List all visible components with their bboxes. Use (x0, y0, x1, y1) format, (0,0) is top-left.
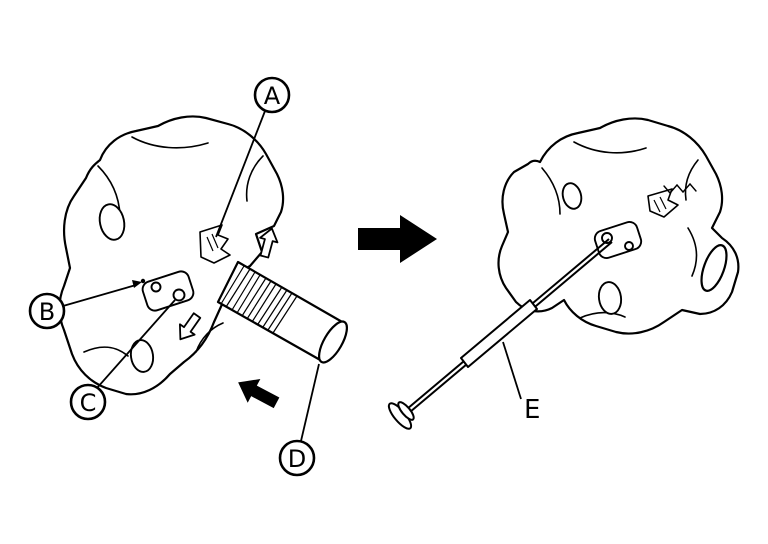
pawl-spring (663, 182, 697, 195)
callout-d-leader (300, 363, 320, 442)
body-crease (573, 141, 647, 154)
pawl-hatch (653, 199, 661, 213)
callout-a-leader (215, 110, 266, 238)
rotation-arrow-down-icon (179, 312, 202, 341)
pin-head-boss (397, 401, 415, 421)
plate-hole-large (172, 288, 186, 302)
callout-c: C (69, 299, 176, 421)
callout-e-leader (502, 341, 522, 400)
transition-arrow-icon (358, 215, 437, 263)
plunger-knurl-hatching (220, 265, 298, 334)
callout-d: D (278, 363, 320, 477)
body-crease (684, 159, 699, 201)
mounting-hole-lower (597, 281, 623, 315)
callout-a-label: A (264, 82, 281, 110)
callout-b-leader (62, 284, 137, 307)
body-crease (687, 227, 698, 277)
ratchet-pawl (199, 224, 231, 264)
callout-a-circle (253, 76, 291, 114)
tensioner-body-left (58, 115, 285, 396)
callout-b-label: B (39, 298, 55, 326)
pin-insertion-hole (601, 232, 613, 244)
callout-d-label: D (288, 445, 306, 473)
body-crease (195, 322, 224, 353)
body-crease (83, 346, 129, 357)
callout-b-arrowhead-icon (132, 280, 142, 288)
callout-a: A (215, 76, 291, 238)
callout-b: B (28, 280, 142, 330)
tensioner-assembly-left (58, 115, 348, 409)
rotation-arrow-up-icon (259, 227, 279, 259)
body-crease (541, 167, 561, 215)
pivot-pin-dot (140, 278, 146, 284)
callout-c-label: C (80, 389, 97, 417)
body-crease (579, 311, 626, 319)
callout-c-circle (69, 383, 107, 421)
callout-d-circle (278, 439, 316, 477)
body-crease (131, 136, 209, 149)
plate-hole-small (624, 241, 634, 251)
tensioner-assembly-right (387, 117, 740, 430)
callout-c-leader (96, 299, 176, 389)
mounting-hole-upper (98, 203, 126, 241)
pawl-hatch (659, 196, 667, 210)
plunger-end-cap (318, 320, 348, 364)
retaining-pin-tool (387, 238, 613, 430)
plunger-stub-end (700, 244, 728, 292)
body-crease (245, 155, 264, 202)
callout-e-label: E (524, 395, 540, 425)
callout-e: E (502, 341, 540, 425)
plate-hole-small (150, 281, 162, 293)
pawl-hatch (206, 236, 214, 252)
pin-sleeve (460, 299, 538, 368)
mounting-hole-upper (561, 182, 583, 210)
push-plunger-arrow-icon (238, 378, 280, 409)
pawl-hatch (211, 233, 219, 249)
callout-b-circle (28, 292, 66, 330)
